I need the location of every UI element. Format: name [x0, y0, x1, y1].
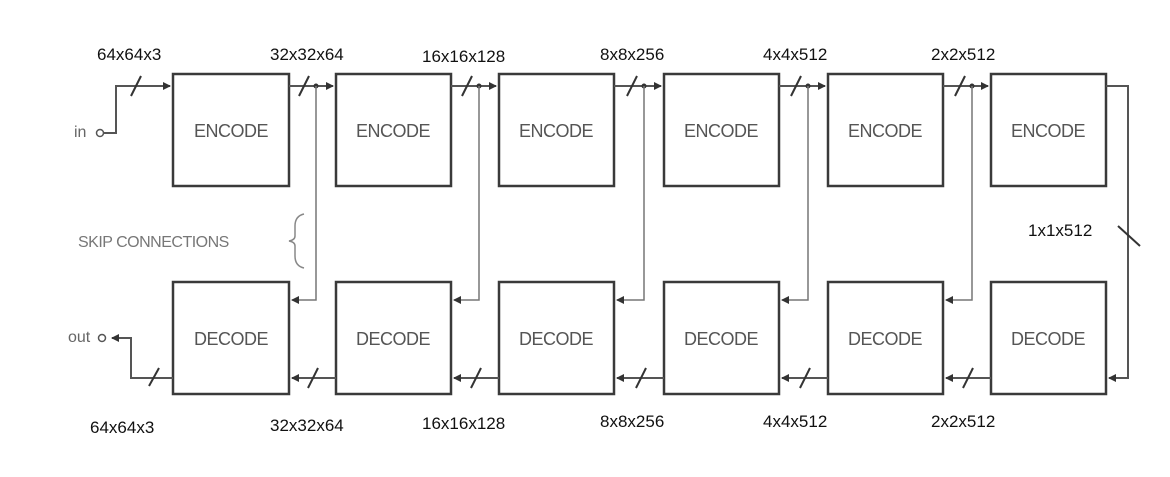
encode-label-2: ENCODE	[356, 121, 431, 141]
decode-block-6	[989, 280, 1108, 396]
skip-brace	[288, 213, 305, 269]
bottleneck-slash	[1117, 225, 1141, 247]
encode-block-6	[989, 72, 1108, 188]
decode-label-3: DECODE	[519, 329, 594, 349]
in-bus-slash	[130, 75, 142, 97]
dec-dim-1: 32x32x64	[270, 416, 344, 435]
decode-label-2: DECODE	[356, 329, 431, 349]
out-bus-slash	[148, 367, 160, 387]
input-connection: in	[74, 75, 171, 141]
decode-label-5: DECODE	[848, 329, 923, 349]
in-terminal	[95, 128, 105, 138]
enc-slash-3	[626, 75, 638, 97]
decode-label-1: DECODE	[194, 329, 269, 349]
decode-label-4: DECODE	[684, 329, 759, 349]
dec-slash-4	[799, 367, 811, 389]
out-terminal	[97, 333, 107, 343]
encode-label-3: ENCODE	[519, 121, 594, 141]
enc-slash-5	[954, 75, 966, 97]
out-wire	[111, 334, 173, 379]
encoder-dim-labels: 64x64x3 32x32x64 16x16x128 8x8x256 4x4x5…	[97, 45, 995, 66]
dec-slash-2	[470, 367, 482, 389]
bottleneck-wire	[1106, 85, 1129, 382]
encode-label-1: ENCODE	[194, 121, 269, 141]
enc-input-dim: 64x64x3	[97, 45, 161, 64]
dec-dim-3: 8x8x256	[600, 412, 664, 431]
skip-connections: SKIP CONNECTIONS	[78, 86, 973, 304]
skip-wire-4	[781, 86, 809, 304]
dec-slash-5	[962, 367, 974, 389]
in-wire	[104, 82, 171, 134]
skip-wire-2	[453, 86, 480, 304]
enc-dim-1: 32x32x64	[270, 45, 344, 64]
bottleneck-dim: 1x1x512	[1028, 221, 1092, 240]
decode-block-1	[171, 280, 291, 396]
encode-block-5	[826, 72, 945, 188]
encode-block-1	[171, 72, 291, 188]
enc-dim-5: 2x2x512	[931, 45, 995, 64]
skip-connections-label: SKIP CONNECTIONS	[78, 234, 229, 251]
in-label: in	[74, 124, 86, 141]
decoder-dim-labels: 64x64x3 32x32x64 16x16x128 8x8x256 4x4x5…	[90, 412, 995, 437]
bottleneck-connection: 1x1x512	[1028, 85, 1141, 382]
decode-label-6: DECODE	[1011, 329, 1086, 349]
dec-slash-1	[307, 367, 319, 389]
dec-dim-5: 2x2x512	[931, 412, 995, 431]
dec-dim-4: 4x4x512	[763, 412, 827, 431]
decode-block-2	[334, 280, 453, 396]
encode-label-4: ENCODE	[684, 121, 759, 141]
enc-slash-4	[790, 75, 802, 97]
decode-block-5	[826, 280, 945, 396]
enc-dim-2: 16x16x128	[422, 47, 505, 66]
encoder-connections	[289, 75, 989, 97]
skip-wire-5	[945, 86, 973, 304]
decoder-connections	[291, 367, 991, 389]
encode-block-2	[334, 72, 453, 188]
dec-output-dim: 64x64x3	[90, 418, 154, 437]
output-connection: out	[68, 329, 173, 387]
enc-dim-3: 8x8x256	[600, 45, 664, 64]
decode-block-3	[497, 280, 616, 396]
out-label: out	[68, 329, 91, 346]
encode-block-4	[662, 72, 781, 188]
dec-slash-3	[635, 367, 647, 389]
enc-slash-2	[461, 75, 473, 97]
enc-dim-4: 4x4x512	[763, 45, 827, 64]
decode-block-4	[662, 280, 781, 396]
decoder-row: DECODE DECODE DECODE DECODE DECODE DECOD…	[171, 280, 1108, 396]
dec-dim-2: 16x16x128	[422, 414, 505, 433]
encode-label-5: ENCODE	[848, 121, 923, 141]
skip-wire-1	[291, 86, 317, 304]
encode-block-3	[497, 72, 616, 188]
enc-slash-1	[298, 75, 310, 97]
encoder-row: ENCODE ENCODE ENCODE ENCODE ENCODE ENCOD…	[171, 72, 1108, 188]
encode-label-6: ENCODE	[1011, 121, 1086, 141]
skip-wire-3	[616, 86, 645, 304]
